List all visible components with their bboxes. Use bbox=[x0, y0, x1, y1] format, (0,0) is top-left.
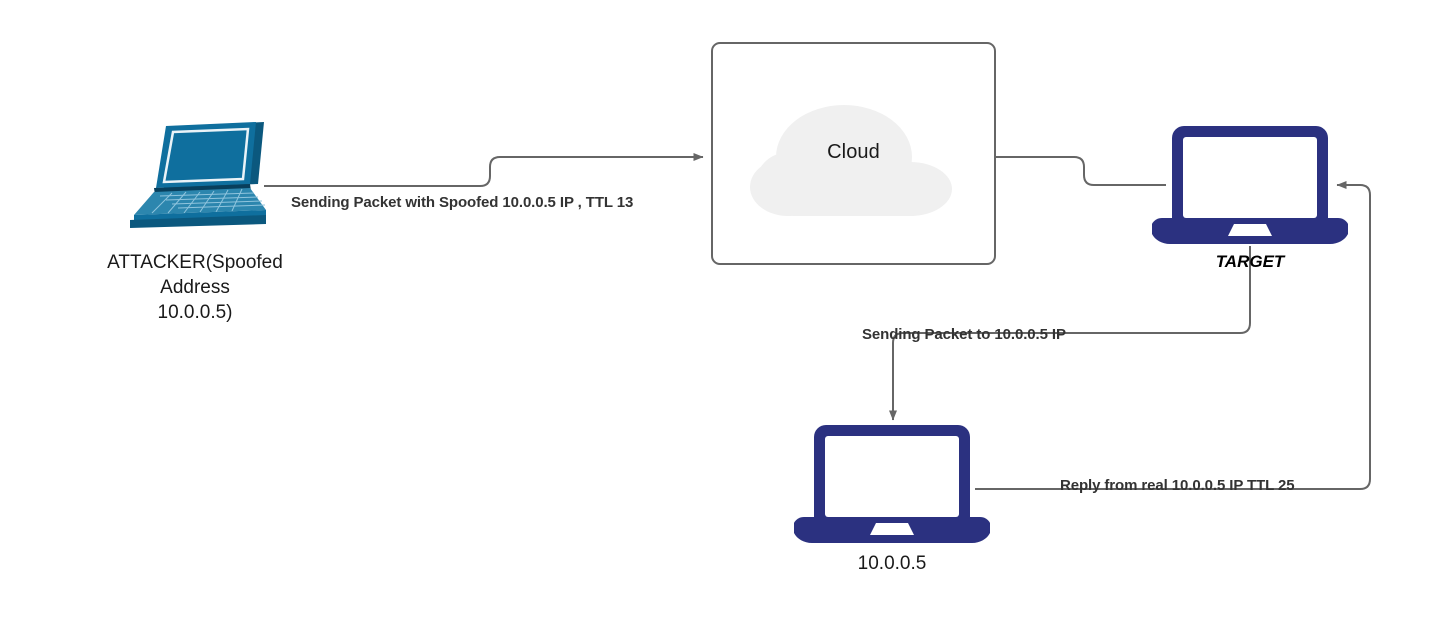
edge-label-packet-to-victim: Sending Packet to 10.0.0.5 IP bbox=[862, 326, 1066, 343]
victim-label: 10.0.0.5 bbox=[857, 553, 927, 574]
attacker-caption: ATTACKER(Spoofed Address 10.0.0.5) bbox=[55, 250, 335, 325]
edge-label-spoofed-packet: Sending Packet with Spoofed 10.0.0.5 IP … bbox=[291, 194, 634, 211]
attacker-caption-line-1: ATTACKER(Spoofed bbox=[107, 252, 283, 273]
isometric-laptop-icon[interactable] bbox=[108, 118, 278, 228]
edge-cloud-to-target bbox=[996, 156, 1166, 186]
laptop-icon-target[interactable] bbox=[1152, 126, 1348, 246]
attacker-caption-line-2: Address bbox=[160, 277, 230, 298]
cloud-label: Cloud bbox=[827, 141, 880, 163]
laptop-icon-victim[interactable] bbox=[794, 425, 990, 545]
attacker-caption-line-3: 10.0.0.5) bbox=[157, 302, 233, 323]
cloud-icon bbox=[750, 105, 952, 216]
edge-attacker-to-cloud bbox=[264, 153, 704, 187]
edge-label-reply-from-real: Reply from real 10.0.0.5 IP TTL 25 bbox=[1060, 477, 1295, 494]
target-label: TARGET bbox=[1215, 252, 1285, 271]
